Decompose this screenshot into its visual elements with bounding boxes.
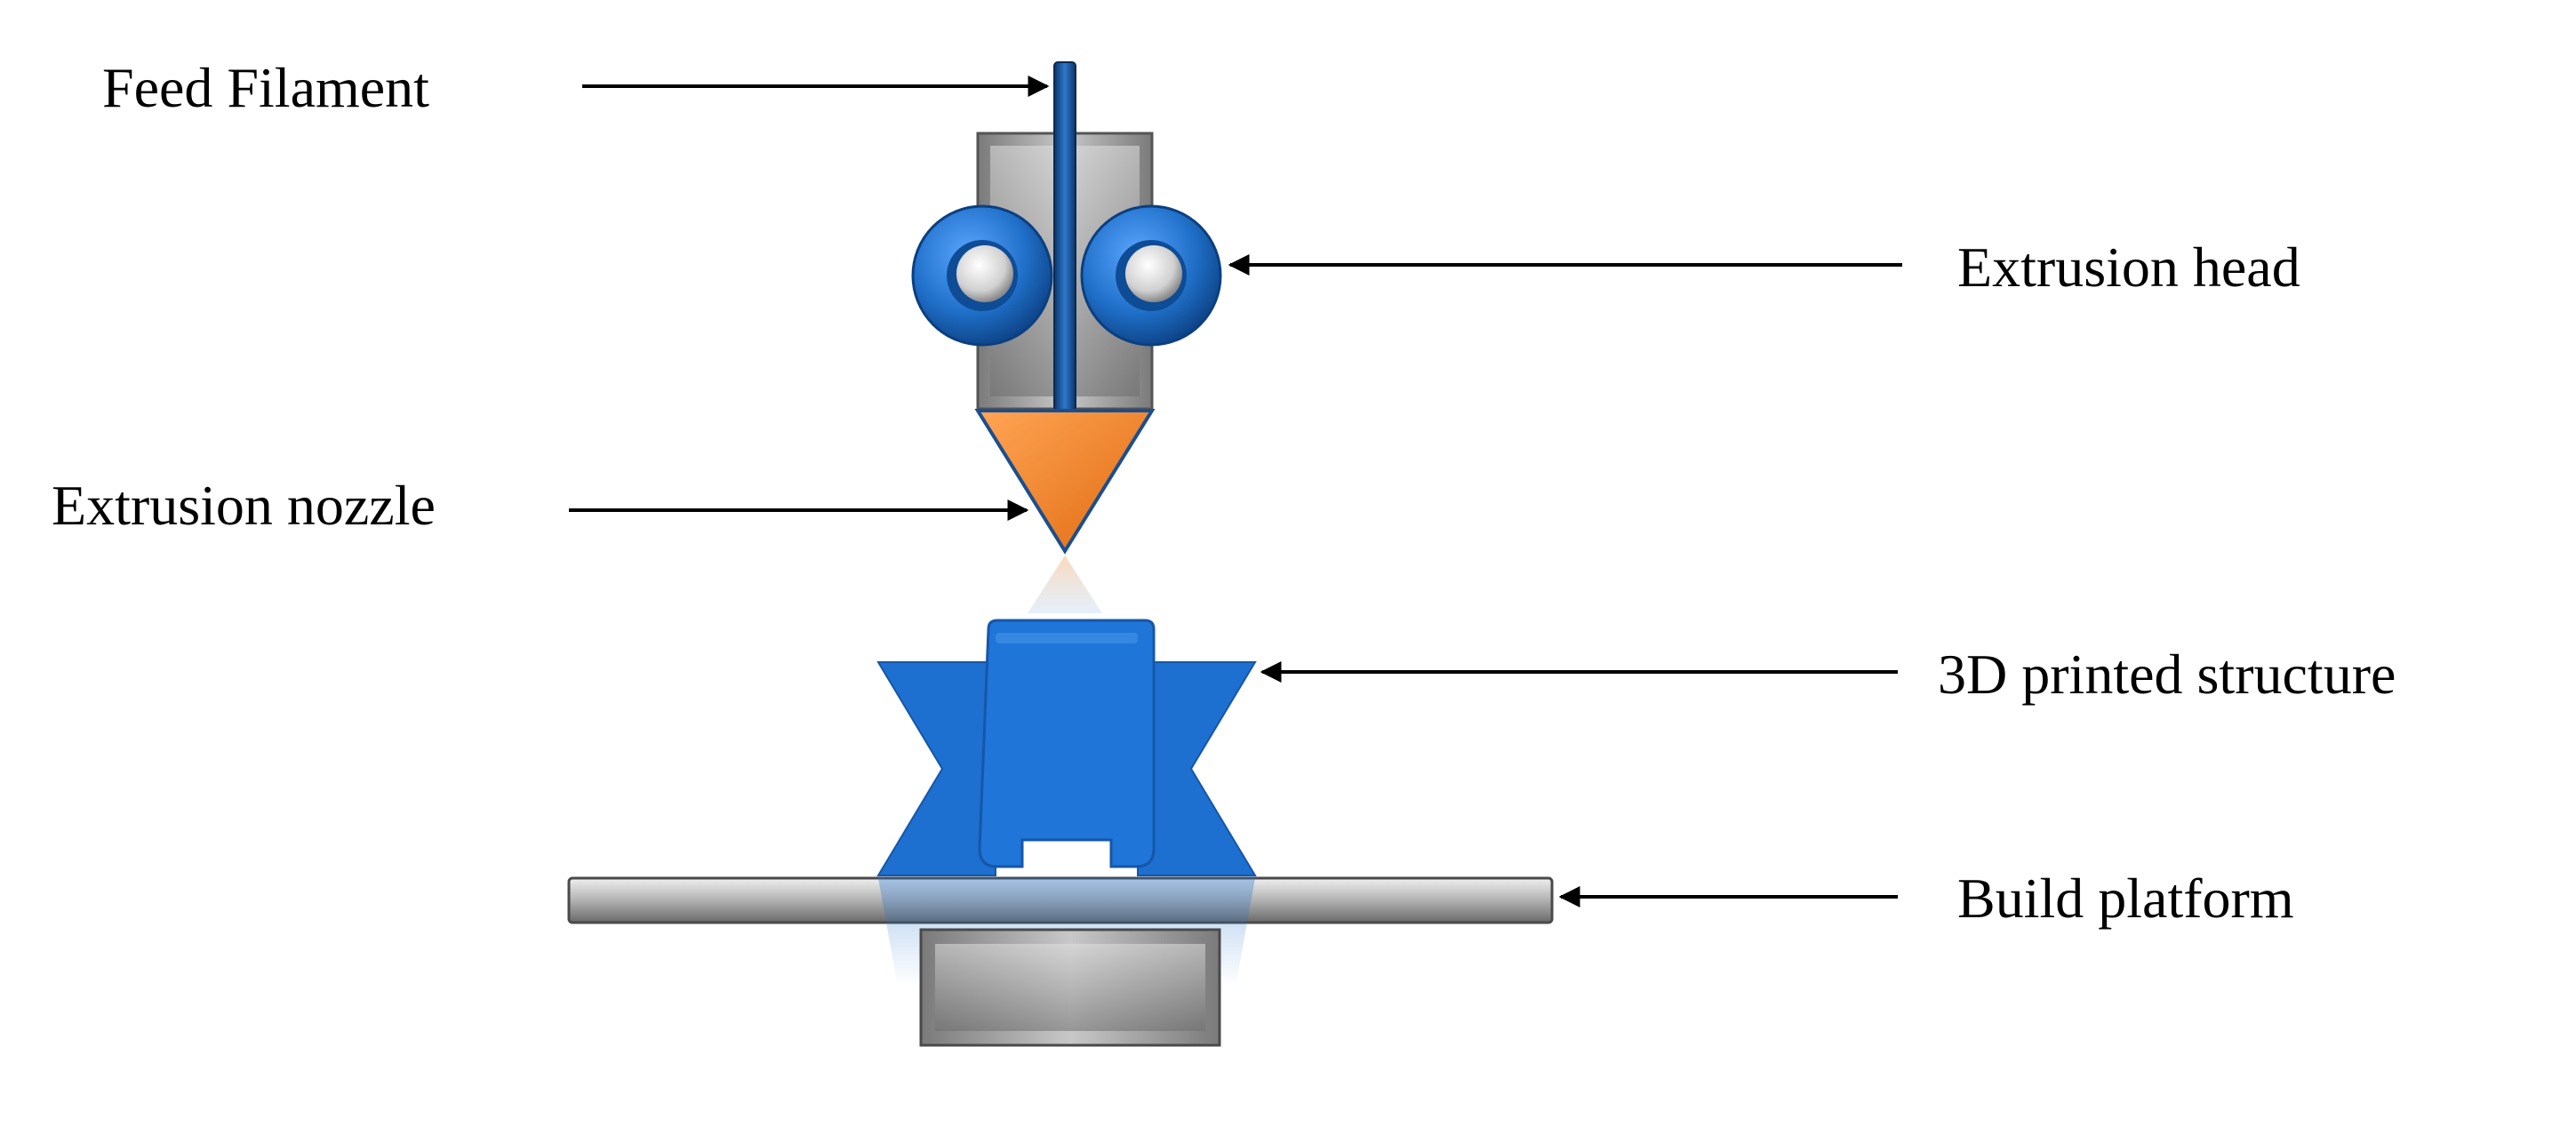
label-extrusion-head: Extrusion head bbox=[1228, 236, 2300, 299]
feed-filament-label: Feed Filament bbox=[102, 56, 429, 119]
build-platform bbox=[567, 876, 1554, 1047]
structure-center-highlight bbox=[996, 633, 1138, 643]
deposition-beam bbox=[1028, 556, 1102, 613]
structure-left-wing bbox=[876, 661, 996, 876]
extrusion-nozzle bbox=[974, 409, 1156, 555]
right-drive-roller bbox=[1080, 204, 1222, 347]
label-build-platform: Build platform bbox=[1558, 867, 2294, 930]
extrusion-head bbox=[911, 61, 1222, 555]
platform-base-bevel bbox=[935, 944, 1205, 1031]
structure-center-block bbox=[978, 619, 1156, 868]
build-platform-label: Build platform bbox=[1957, 867, 2294, 930]
left-drive-roller bbox=[911, 204, 1053, 347]
feed-filament bbox=[1053, 61, 1076, 412]
structure-right-wing bbox=[1137, 661, 1257, 876]
label-extrusion-nozzle: Extrusion nozzle bbox=[52, 474, 1029, 537]
label-feed-filament: Feed Filament bbox=[102, 56, 1050, 119]
printed-structure-label: 3D printed structure bbox=[1938, 643, 2396, 706]
label-printed-structure: 3D printed structure bbox=[1260, 643, 2396, 706]
extrusion-head-label: Extrusion head bbox=[1957, 236, 2300, 299]
extrusion-nozzle-label: Extrusion nozzle bbox=[52, 474, 436, 537]
printed-structure bbox=[876, 619, 1257, 876]
